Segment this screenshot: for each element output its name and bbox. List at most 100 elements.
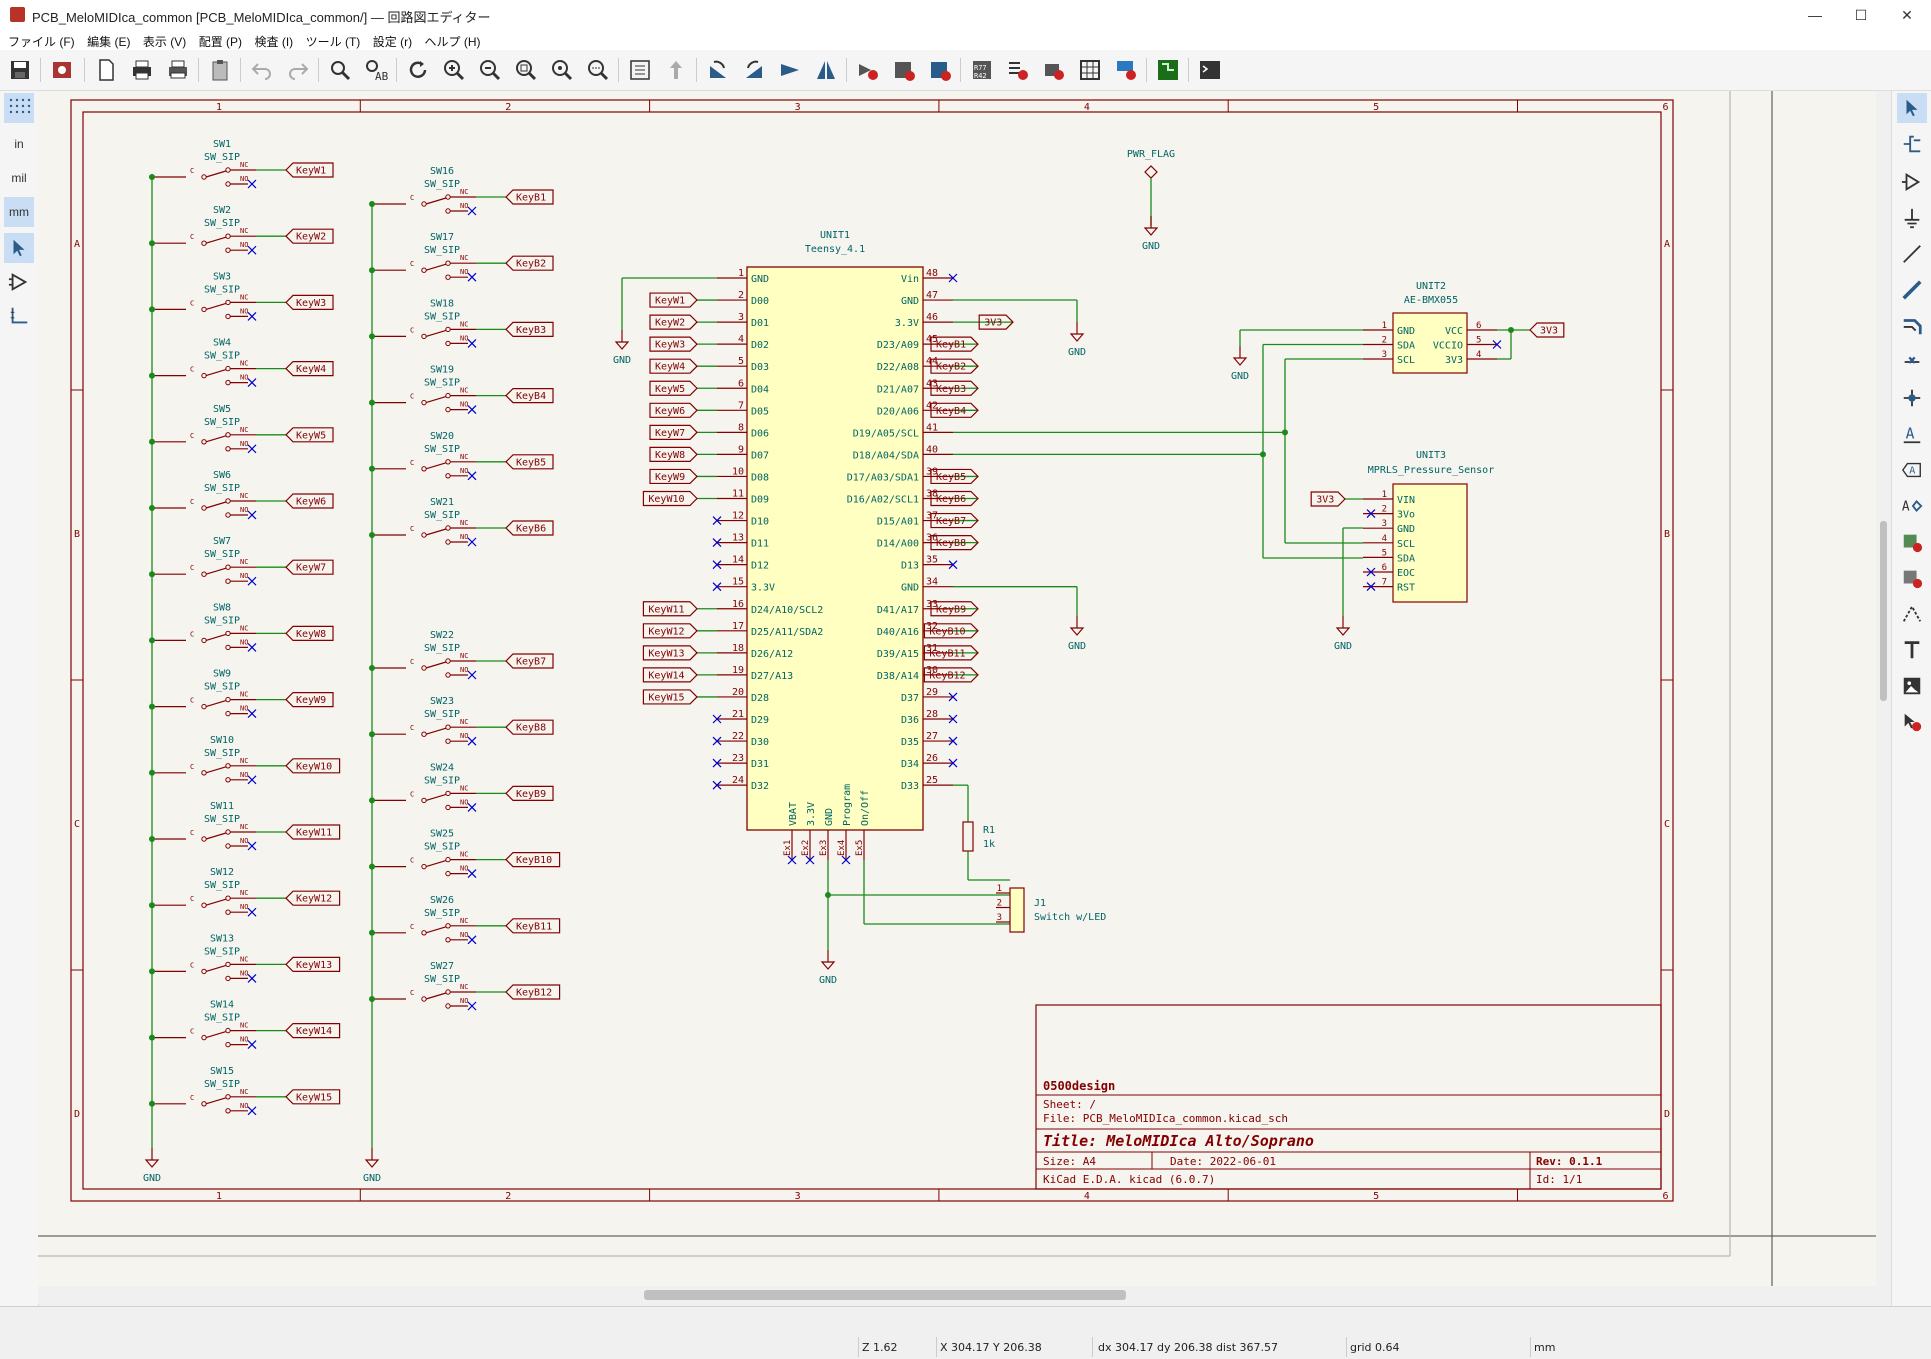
add-text-icon[interactable]: [1897, 635, 1927, 665]
zoom-objects-icon[interactable]: [548, 56, 576, 84]
minimize-button[interactable]: —: [1808, 7, 1822, 23]
global-label-text: KeyW14: [296, 1026, 332, 1037]
switch-contact: [201, 836, 207, 842]
sheet-col-label: 2: [505, 1191, 511, 1202]
window-title: PCB_MeloMIDIca_common [PCB_MeloMIDIca_co…: [32, 10, 491, 25]
save-icon[interactable]: [6, 56, 34, 84]
switch-pin-name: NC: [240, 955, 248, 963]
switch-contact: [445, 525, 451, 531]
vertical-scroll-thumb[interactable]: [1880, 521, 1887, 701]
menu-preferences[interactable]: 設定 (r): [372, 35, 413, 49]
global-label-text: KeyB6: [516, 524, 546, 535]
symbol-library-icon[interactable]: [1040, 56, 1068, 84]
select-tool-icon[interactable]: [1897, 93, 1927, 123]
unit2-value: AE-BMX055: [1404, 295, 1458, 306]
unit1-pin-name: D24/A10/SCL2: [751, 605, 823, 616]
add-hier-label-icon[interactable]: A: [1897, 491, 1927, 521]
rotate-cw-icon[interactable]: [740, 56, 768, 84]
unit1-pin-name: D40/A16: [877, 627, 919, 638]
switch-lever: [425, 727, 447, 735]
symbol-fields-table-icon[interactable]: [890, 56, 918, 84]
mirror-horizontal-icon[interactable]: [812, 56, 840, 84]
hidden-pins-icon[interactable]: [4, 267, 34, 297]
plot-icon[interactable]: [164, 56, 192, 84]
unit1-pin-name: D36: [901, 715, 919, 726]
print-icon[interactable]: [128, 56, 156, 84]
menu-place[interactable]: 配置 (P): [198, 35, 243, 49]
import-sheet-pin-icon[interactable]: [1897, 563, 1927, 593]
wire-angle-icon[interactable]: [4, 301, 34, 331]
add-bus-entry-icon[interactable]: [1897, 311, 1927, 341]
add-graphic-lines-icon[interactable]: [1897, 599, 1927, 629]
annotate-icon[interactable]: [854, 56, 882, 84]
maximize-button[interactable]: ☐: [1854, 7, 1868, 23]
units-mil-button[interactable]: mil: [11, 171, 27, 185]
add-wire-icon[interactable]: [1897, 239, 1927, 269]
switch-lever: [205, 501, 227, 509]
scripting-console-icon[interactable]: [1196, 56, 1224, 84]
hierarchy-navigator-icon[interactable]: [626, 56, 654, 84]
close-button[interactable]: ✕: [1901, 7, 1913, 23]
horizontal-scroll-thumb[interactable]: [644, 1290, 1126, 1300]
unit1-pin-name: D13: [901, 561, 919, 572]
erc-icon[interactable]: [926, 56, 954, 84]
vertical-scrollbar[interactable]: [1876, 91, 1891, 1286]
switch-contact: [225, 630, 231, 637]
units-mm-button[interactable]: mm: [4, 197, 34, 227]
zoom-in-icon[interactable]: [440, 56, 468, 84]
paste-icon[interactable]: [206, 56, 234, 84]
title-block-title: Title: MeloMIDIca Alto/Soprano: [1043, 1132, 1314, 1150]
redo-icon[interactable]: [284, 56, 312, 84]
add-power-icon[interactable]: [1897, 203, 1927, 233]
page-settings-icon[interactable]: [92, 56, 120, 84]
undo-icon[interactable]: [248, 56, 276, 84]
add-image-icon[interactable]: [1897, 671, 1927, 701]
find-replace-icon[interactable]: AB: [362, 56, 390, 84]
horizontal-scrollbar[interactable]: [38, 1286, 1891, 1304]
global-label: [505, 388, 554, 404]
switch-contact: [225, 843, 231, 849]
switch-contact: [201, 770, 207, 776]
zoom-area-icon[interactable]: [584, 56, 612, 84]
units-inch-button[interactable]: in: [14, 137, 24, 151]
rotate-ccw-icon[interactable]: [704, 56, 732, 84]
menu-tools[interactable]: ツール (T): [305, 35, 361, 49]
menu-view[interactable]: 表示 (V): [142, 35, 187, 49]
zoom-fit-icon[interactable]: [512, 56, 540, 84]
bom-icon[interactable]: [1112, 56, 1140, 84]
delete-tool-icon[interactable]: [1897, 707, 1927, 737]
leave-sheet-icon[interactable]: [662, 56, 690, 84]
find-icon[interactable]: [326, 56, 354, 84]
pcb-editor-icon[interactable]: [1154, 56, 1182, 84]
unit1-pin-number: 38: [926, 489, 938, 500]
menu-edit[interactable]: 編集 (E): [87, 35, 131, 49]
no-connect-icon[interactable]: [1897, 347, 1927, 377]
global-label: [930, 358, 979, 374]
edit-fields-icon[interactable]: [1004, 56, 1032, 84]
cursor-icon[interactable]: [4, 233, 34, 263]
mirror-vertical-icon[interactable]: [776, 56, 804, 84]
refresh-icon[interactable]: [404, 56, 432, 84]
highlight-net-icon[interactable]: [1897, 129, 1927, 159]
add-junction-icon[interactable]: [1897, 383, 1927, 413]
add-label-icon[interactable]: A: [1897, 419, 1927, 449]
menu-file[interactable]: ファイル (F): [8, 35, 75, 49]
table-icon[interactable]: [1076, 56, 1104, 84]
add-symbol-icon[interactable]: [1897, 167, 1927, 197]
zoom-out-icon[interactable]: [476, 56, 504, 84]
switch-pin-name: NC: [460, 387, 468, 395]
switch-ref: SW27: [430, 961, 454, 972]
menu-inspect[interactable]: 検査 (I): [254, 35, 294, 49]
unit1-pin-number: 48: [926, 268, 938, 279]
add-sheet-icon[interactable]: [1897, 527, 1927, 557]
switch-pin-name: C: [190, 763, 194, 771]
unit1-pin-number: 16: [732, 599, 744, 610]
add-global-label-icon[interactable]: A: [1897, 455, 1927, 485]
add-bus-icon[interactable]: [1897, 275, 1927, 305]
grid-toggle-icon[interactable]: [4, 93, 34, 123]
schematic-setup-icon[interactable]: [48, 56, 76, 84]
menu-help[interactable]: ヘルプ (H): [424, 35, 481, 49]
